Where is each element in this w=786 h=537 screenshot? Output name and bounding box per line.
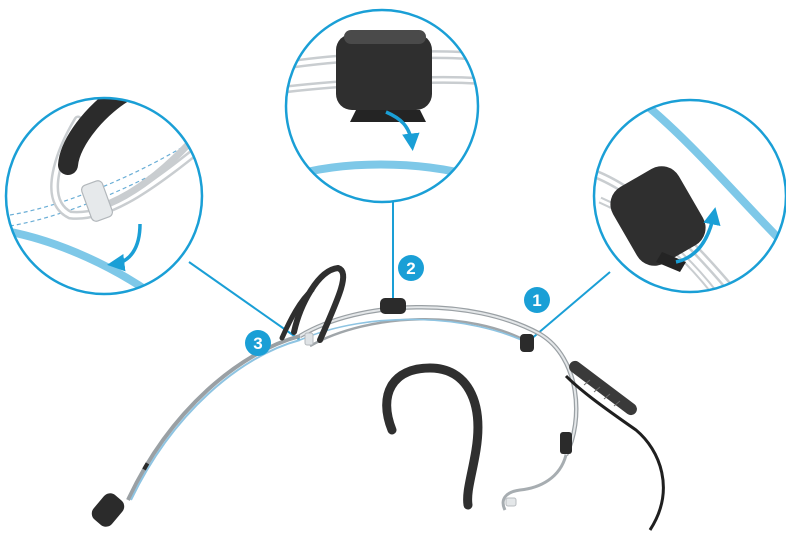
microphone-boom-arm: [128, 336, 300, 500]
headband-wire-inner: [310, 319, 528, 346]
step-marker-1: 1: [524, 287, 550, 313]
cable-clip-3: [305, 333, 313, 345]
svg-text:1: 1: [532, 291, 541, 310]
detail-view-step-1: [590, 100, 786, 300]
cable-clip-1: [520, 334, 534, 352]
right-hook-tip-clip: [506, 498, 516, 506]
step-marker-3: 3: [245, 330, 271, 356]
microphone-cable: [131, 340, 300, 500]
detail-view-step-2: [280, 10, 490, 202]
headband-wire-outer: [300, 307, 576, 455]
microphone-capsule: [89, 490, 128, 530]
svg-text:3: 3: [253, 334, 262, 353]
headset: [89, 268, 664, 530]
step-marker-2: 2: [398, 255, 424, 281]
svg-text:2: 2: [406, 259, 415, 278]
right-hook-joint: [560, 432, 572, 454]
detail2-clip-body: [336, 34, 432, 110]
cable-clip-2: [380, 298, 406, 314]
callout-line-3: [189, 262, 300, 340]
spare-ear-hook: [387, 368, 478, 505]
detail2-clip-top: [344, 30, 426, 44]
microphone-cable-along-band: [300, 319, 530, 344]
detail-view-step-3: [0, 90, 210, 300]
